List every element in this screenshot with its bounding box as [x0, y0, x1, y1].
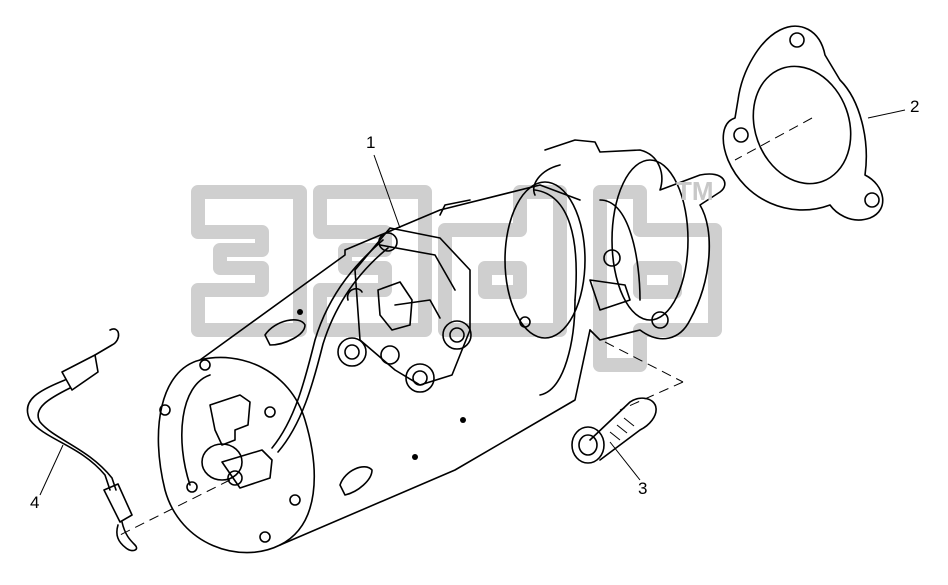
- callout-4: 4: [30, 493, 40, 512]
- gasket: [722, 25, 884, 221]
- leader-lines: [39, 109, 906, 496]
- callout-2: 2: [910, 97, 920, 116]
- bolt: [571, 397, 657, 464]
- watermark-logo: [191, 185, 722, 372]
- lead-wire: [26, 328, 138, 552]
- centerline: [119, 117, 813, 536]
- starter-motor: [157, 139, 726, 554]
- callout-1: 1: [366, 133, 376, 152]
- callout-3: 3: [638, 479, 648, 498]
- trademark-mark: TM: [676, 176, 714, 206]
